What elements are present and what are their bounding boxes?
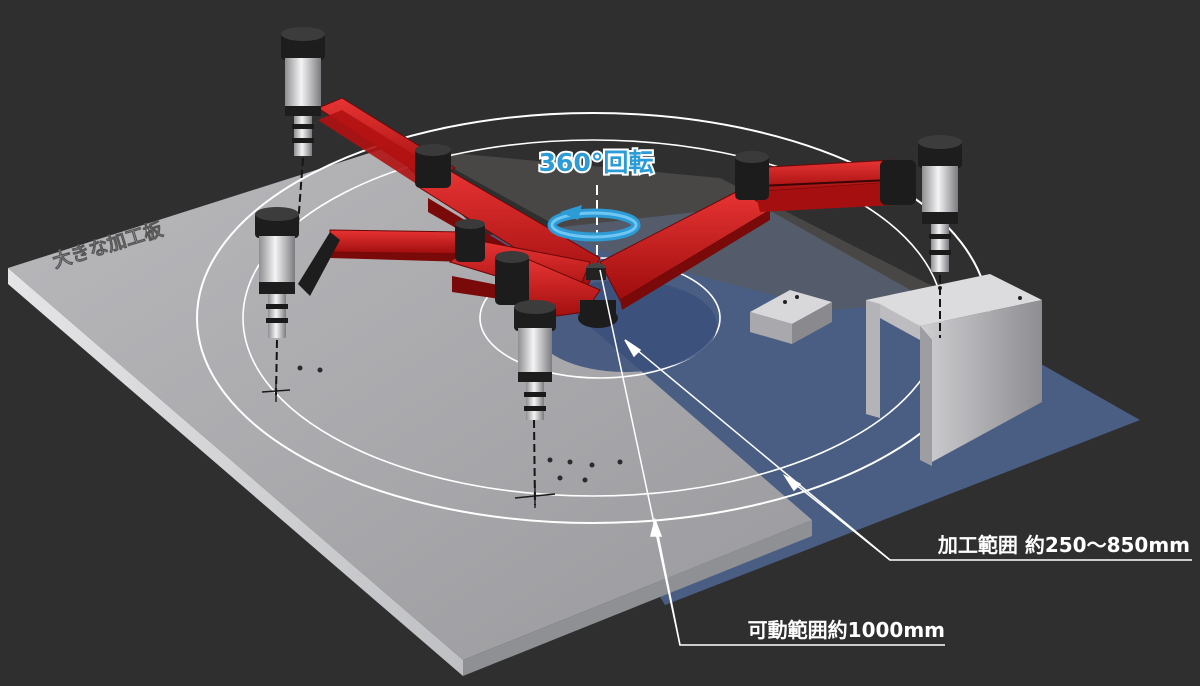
hole-marks <box>297 365 623 483</box>
arm-joints <box>415 144 916 328</box>
large-work-plate <box>8 148 812 676</box>
tapping-head-front <box>514 300 556 420</box>
tapping-head-back-left <box>281 27 325 156</box>
circular-arrow-icon <box>547 205 641 242</box>
movable-range-label: 可動範囲約1000mm <box>748 618 945 642</box>
leader-lines <box>599 269 1192 646</box>
processing-range-label: 加工範囲 約250〜850mm <box>937 533 1190 557</box>
processing-range-leader-2 <box>784 475 891 561</box>
tapping-head-right <box>918 135 962 272</box>
channel-workpiece <box>866 274 1042 466</box>
small-workpiece-block <box>750 290 832 344</box>
rotation-label: 360°回転 <box>539 148 654 177</box>
tapping-head-left <box>255 207 340 338</box>
